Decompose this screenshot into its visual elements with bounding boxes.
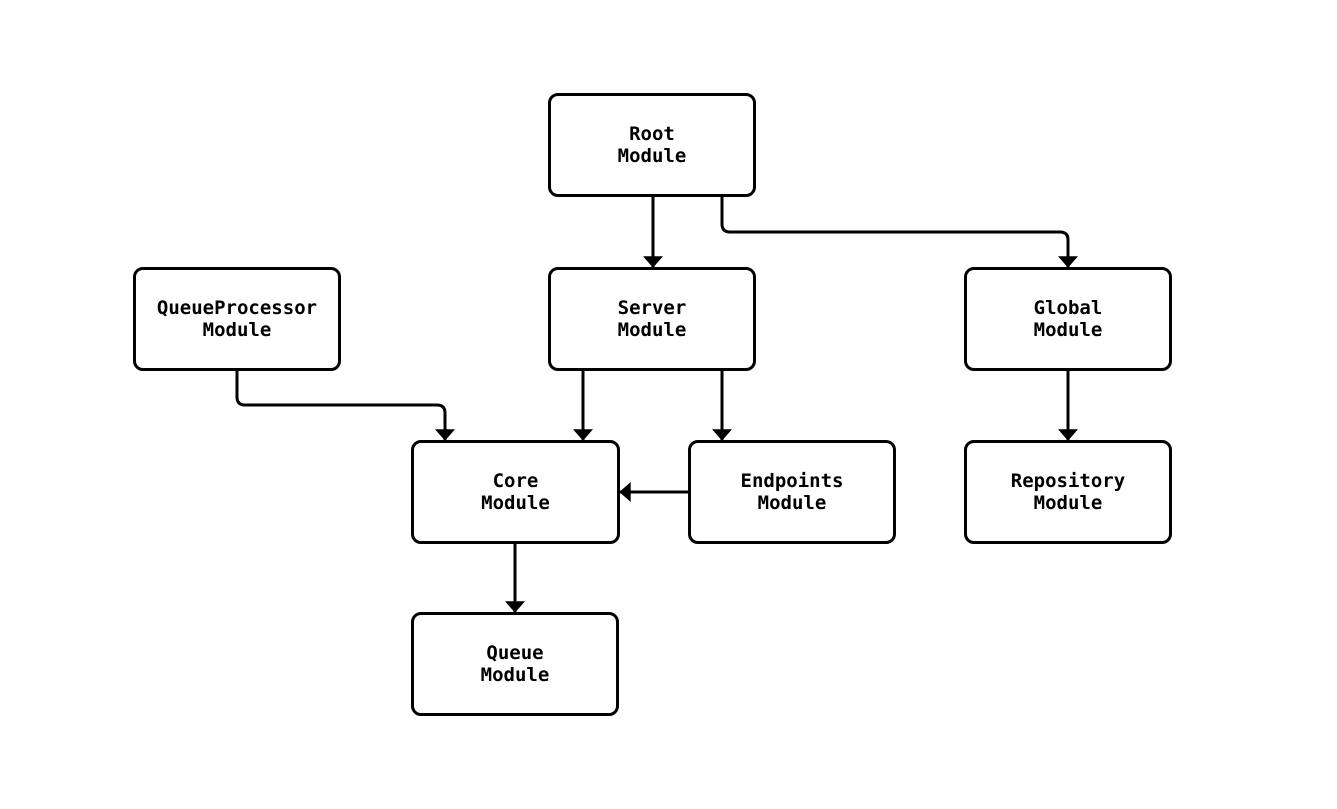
edge-queueprocessor-to-core	[235, 371, 455, 441]
node-root-module: Root Module	[548, 93, 756, 197]
node-endpoints-module: Endpoints Module	[688, 440, 896, 544]
edges-group	[235, 197, 1078, 613]
node-server-module: Server Module	[548, 267, 756, 371]
node-queue-module: Queue Module	[411, 612, 619, 716]
node-repository-module: Repository Module	[964, 440, 1172, 544]
node-queueprocessor-module: QueueProcessor Module	[133, 267, 341, 371]
node-global-module: Global Module	[964, 267, 1172, 371]
node-label: Queue Module	[480, 642, 550, 686]
node-label: Endpoints Module	[740, 470, 844, 514]
edge-root-to-global	[720, 197, 1078, 268]
node-label: Core Module	[481, 470, 550, 514]
node-label: Repository Module	[1010, 470, 1126, 514]
node-core-module: Core Module	[411, 440, 620, 544]
node-label: QueueProcessor Module	[156, 297, 318, 341]
node-label: Server Module	[617, 297, 687, 341]
node-label: Global Module	[1033, 297, 1103, 341]
node-label: Root Module	[617, 123, 687, 167]
